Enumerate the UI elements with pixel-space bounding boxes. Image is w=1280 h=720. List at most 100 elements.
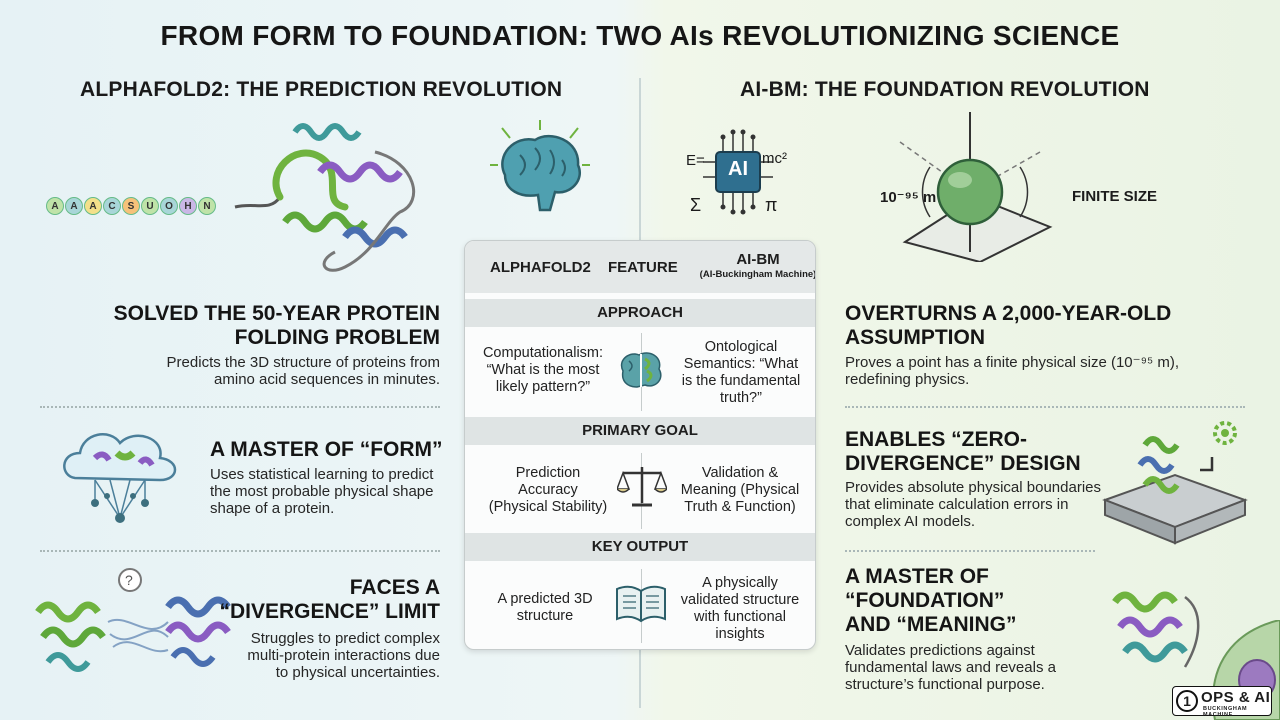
protein-platform-icon	[1102, 421, 1248, 545]
cell-line: (Physical Stability)	[488, 499, 608, 515]
aibm-section2-body-line: Provides absolute physical boundaries	[845, 479, 1101, 496]
balance-scale-icon	[617, 467, 667, 507]
logo-main-text: OPS & AI	[1201, 689, 1271, 706]
cell-line: Computationalism:	[482, 345, 604, 361]
aibm-section3-title: A MASTER OF “FOUNDATION” AND “MEANING”	[845, 565, 1105, 637]
sigma-symbol: Σ	[690, 195, 702, 215]
aibm-section1-body-line: Proves a point has a finite physical siz…	[845, 354, 1180, 371]
aibm-section2-title-line: DIVERGENCE” DESIGN	[845, 452, 1081, 475]
mc-squared-label: mc²	[762, 150, 787, 167]
amino-acid-bead: S	[122, 197, 140, 215]
amino-acid-bead: A	[84, 197, 102, 215]
cell-line: A physically	[702, 575, 778, 591]
svg-text:?: ?	[125, 572, 133, 588]
right-separator	[845, 406, 1245, 408]
table-col-alphafold: ALPHAFOLD2	[490, 259, 591, 276]
aibm-section2-body-line: that eliminate calculation errors in	[845, 496, 1069, 513]
comparison-table: ALPHAFOLD2 FEATURE AI-BM (AI-Buckingham …	[464, 240, 816, 650]
af-section2-body-line: Uses statistical learning to predict	[210, 466, 434, 483]
af-section3-body-line: to physical uncertainties.	[275, 664, 440, 681]
amino-acid-bead: H	[179, 197, 197, 215]
size-label: 10⁻⁹⁵ m	[880, 189, 937, 206]
ops-ai-logo: 1 OPS & AI BUCKINGHAM MACHINE	[1172, 686, 1272, 718]
folded-protein-icon	[234, 123, 416, 272]
table-row-feature: KEY OUTPUT	[465, 533, 815, 561]
cell-line: Truth & Function)	[684, 499, 796, 515]
logo-number: 1	[1176, 690, 1198, 712]
aibm-section3-title-line: AND “MEANING”	[845, 613, 1017, 636]
table-cell-left: Prediction Accuracy (Physical Stability)	[473, 465, 623, 516]
table-header	[465, 241, 815, 293]
table-cell-right: A physically validated structure with fu…	[665, 575, 815, 643]
af-section3-title-line: “DIVERGENCE” LIMIT	[219, 600, 440, 623]
cell-line: with functional	[694, 609, 786, 625]
amino-acid-bead: U	[141, 197, 159, 215]
interacting-proteins-icon: ?	[35, 568, 231, 672]
equation-label: E=	[686, 152, 705, 169]
af-section3-body-line: Struggles to predict complex	[250, 630, 440, 647]
cell-line: truth?”	[720, 390, 762, 406]
amino-acid-bead: A	[46, 197, 64, 215]
validated-protein-icon	[1112, 591, 1200, 668]
aibm-section2-body: Provides absolute physical boundaries th…	[845, 479, 1105, 530]
cloud-network-icon	[63, 433, 177, 523]
pi-symbol: π	[765, 195, 778, 215]
aibm-section1-body-line: redefining physics.	[845, 371, 970, 388]
cell-line: Meaning (Physical	[680, 482, 800, 498]
ai-chip-label: AI	[728, 158, 748, 180]
table-row-feature: PRIMARY GOAL	[465, 417, 815, 445]
af-section2-title: A MASTER OF “FORM”	[210, 438, 443, 461]
amino-acid-bead: C	[103, 197, 121, 215]
left-separator	[40, 406, 440, 408]
table-cell-left: Computationalism: “What is the most like…	[471, 345, 615, 396]
alphafold-heading: ALPHAFOLD2: THE PREDICTION REVOLUTION	[80, 78, 563, 101]
brain-small-icon	[620, 352, 662, 388]
amino-acid-bead: A	[65, 197, 83, 215]
cell-line: Accuracy	[518, 482, 578, 498]
af-section3-title: FACES A “DIVERGENCE” LIMIT	[200, 576, 440, 624]
aibm-section1-title: OVERTURNS A 2,000-YEAR-OLD ASSUMPTION	[845, 302, 1245, 350]
af-section2-body-line: the most probable physical shape	[210, 483, 434, 500]
open-book-icon	[616, 585, 666, 623]
aibm-section2-title-line: ENABLES “ZERO-	[845, 428, 1028, 451]
cell-line: likely pattern?”	[495, 379, 591, 395]
table-col-aibm-sub: (AI-Buckingham Machine)	[699, 269, 816, 280]
ai-chip-icon	[703, 129, 773, 215]
af-section3-body-line: multi-protein interactions due	[247, 647, 440, 664]
aibm-heading: AI-BM: THE FOUNDATION REVOLUTION	[740, 78, 1150, 101]
table-cell-left: A predicted 3D structure	[475, 591, 615, 625]
aibm-section3-title-line: A MASTER OF	[845, 565, 989, 588]
af-section1-body-line: Predicts the 3D structure of proteins fr…	[166, 354, 440, 371]
aibm-section2-title: ENABLES “ZERO- DIVERGENCE” DESIGN	[845, 428, 1105, 476]
cell-line: structure	[516, 608, 574, 624]
af-section2-body: Uses statistical learning to predict the…	[210, 466, 450, 517]
af-section1-body: Predicts the 3D structure of proteins fr…	[60, 354, 440, 388]
cell-line: validated structure	[680, 592, 800, 608]
af-section3-title-line: FACES A	[349, 576, 440, 599]
page-title: FROM FORM TO FOUNDATION: TWO AIs REVOLUT…	[160, 20, 1120, 51]
aibm-section3-body: Validates predictions against fundamenta…	[845, 642, 1105, 693]
aibm-section1-title-line: OVERTURNS A 2,000-YEAR-OLD	[845, 302, 1172, 325]
aibm-section3-title-line: “FOUNDATION”	[845, 589, 1005, 612]
cell-line: Validation &	[701, 465, 779, 481]
aibm-section3-body-line: structure’s functional purpose.	[845, 676, 1045, 693]
aibm-section1-body: Proves a point has a finite physical siz…	[845, 354, 1245, 388]
af-section2-body-line: shape of a protein.	[210, 500, 335, 517]
cell-line: Semantics: “What	[683, 356, 799, 372]
table-col-aibm: AI-BM	[736, 251, 780, 268]
amino-acid-bead: O	[160, 197, 178, 215]
cell-line: A predicted 3D	[497, 591, 593, 607]
cell-line: “What is the most	[486, 362, 600, 378]
cell-line: Ontological	[704, 339, 778, 355]
cell-line: insights	[715, 626, 765, 642]
af-section1-title-line: FOLDING PROBLEM	[234, 326, 440, 349]
table-cell-right: Validation & Meaning (Physical Truth & F…	[665, 465, 815, 516]
left-separator	[40, 550, 440, 552]
right-separator	[845, 550, 1095, 552]
cell-line: Prediction	[515, 465, 581, 481]
logo-sub-text: BUCKINGHAM MACHINE	[1203, 706, 1248, 718]
aibm-section2-body-line: complex AI models.	[845, 513, 976, 530]
af-section1-title-line: SOLVED THE 50-YEAR PROTEIN	[113, 302, 440, 325]
af-section1-title: SOLVED THE 50-YEAR PROTEIN FOLDING PROBL…	[60, 302, 440, 350]
